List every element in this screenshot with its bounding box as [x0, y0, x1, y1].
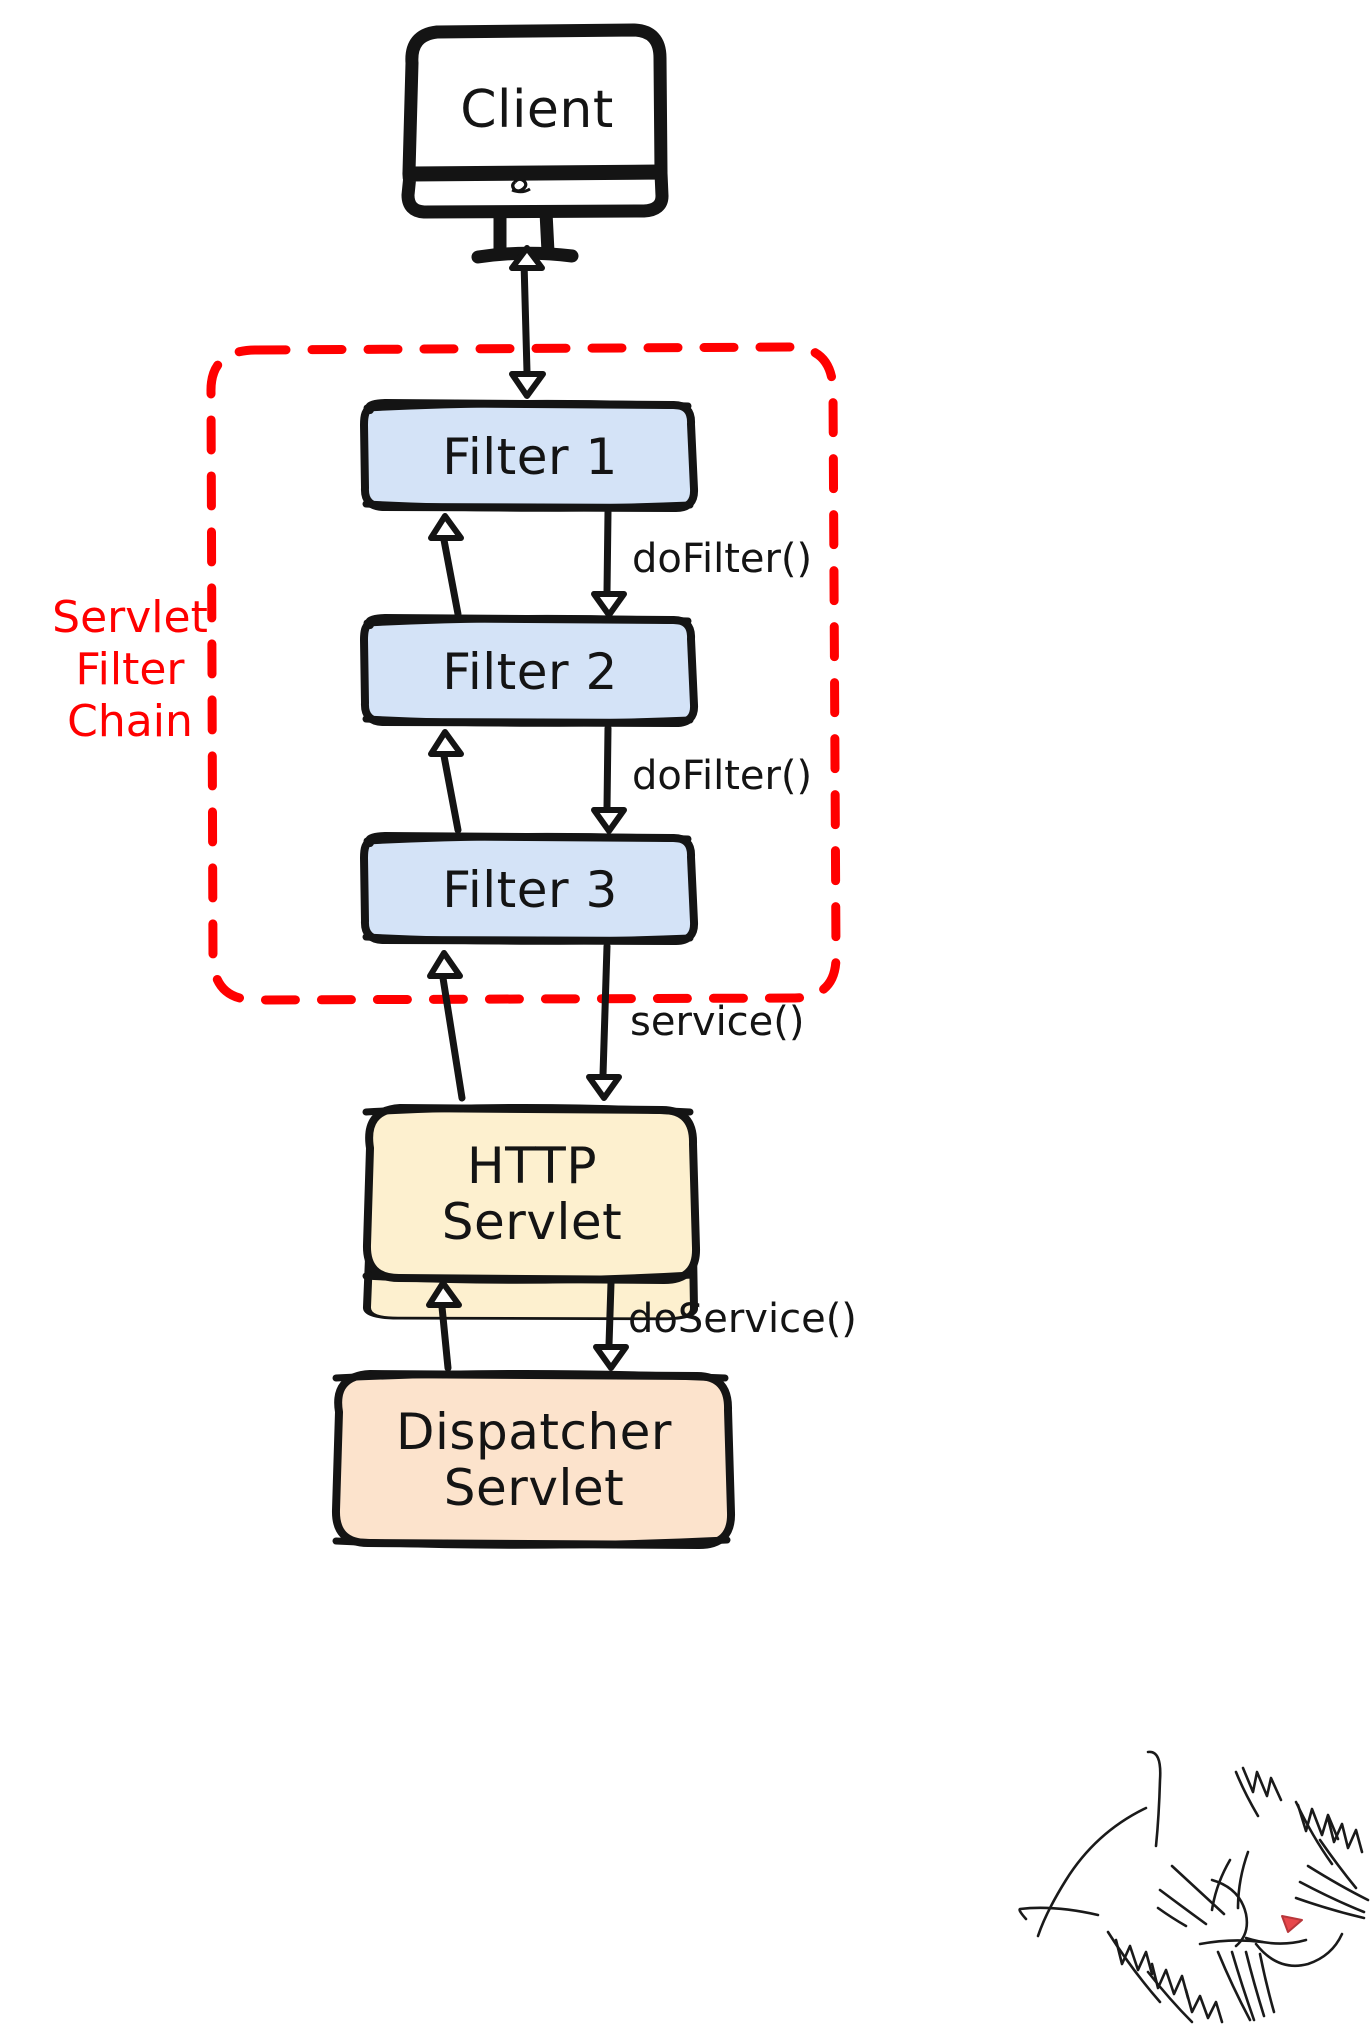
edge-label-service: service()	[630, 999, 805, 1045]
group-servlet-filter-chain[interactable]	[209, 345, 839, 1003]
servlet-filter-chain-label: Servlet Filter Chain	[52, 592, 208, 747]
node-http-servlet[interactable]	[364, 1104, 700, 1282]
arrow-http-servlet-to-dispatcher	[593, 1279, 629, 1371]
cat-doodle	[1018, 1750, 1370, 2024]
node-client[interactable]	[405, 28, 667, 264]
edge-label-doservice: doService()	[628, 1296, 857, 1342]
node-dispatcher-servlet[interactable]	[332, 1370, 734, 1548]
arrow-dispatcher-to-http-servlet	[426, 1280, 462, 1372]
